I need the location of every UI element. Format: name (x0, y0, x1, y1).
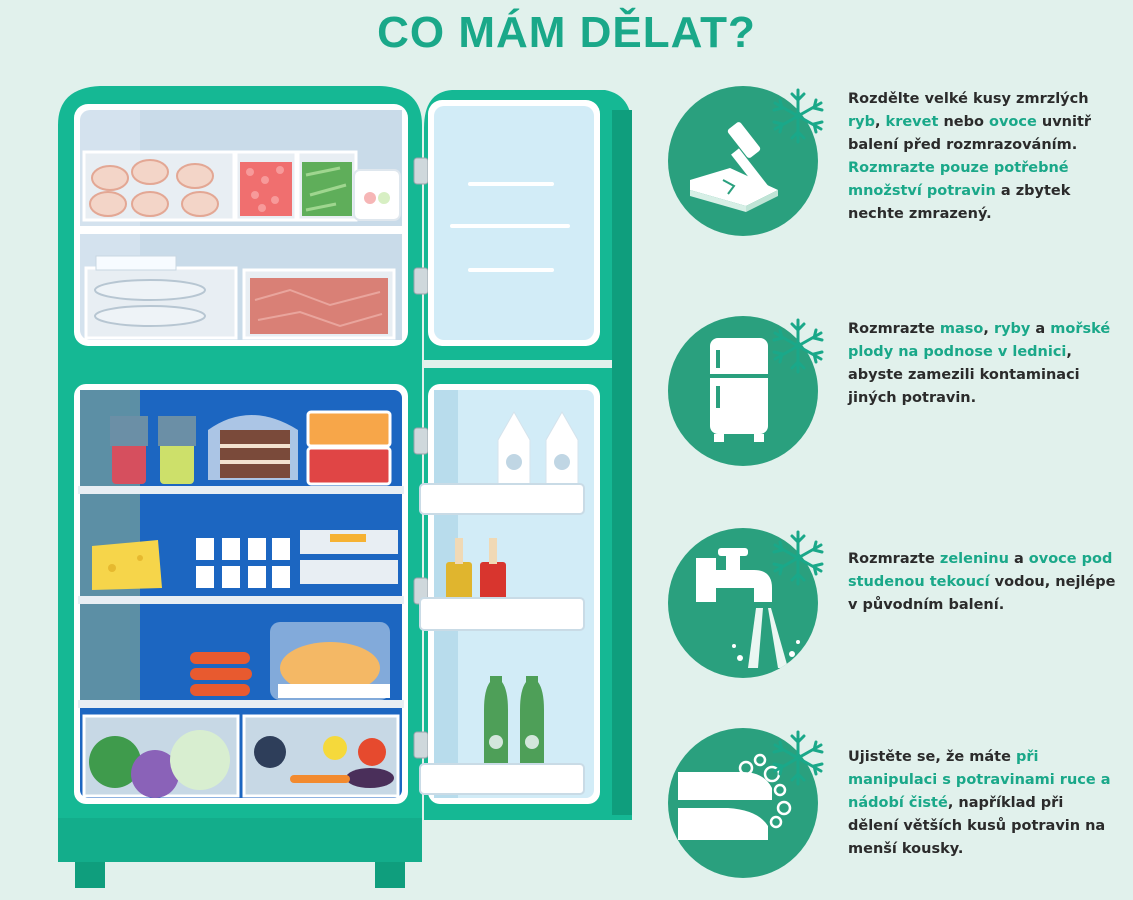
tip-text-segment: Rozmrazte (848, 321, 940, 337)
tip-text-segment: nebo (938, 114, 990, 130)
washing-hands-icon (668, 728, 818, 878)
highlight-text: ryby (993, 321, 1031, 337)
page-title: CO MÁM DĚLAT? (377, 8, 756, 57)
highlight-text: maso (939, 321, 984, 337)
mini-fridge-icon (668, 316, 818, 466)
tip-text-segment: , (874, 114, 886, 130)
tip-text-segment: a (1030, 321, 1051, 337)
tip-text: Rozmrazte maso, ryby a mořské plody na p… (848, 318, 1118, 410)
tip-text-segment: , například při dělení větších kusů potr… (848, 795, 1106, 857)
tip-text-segment: Ujistěte se, že máte (848, 749, 1016, 765)
tip-text-segment: uvnitř balení před rozmrazováním. (848, 114, 1092, 153)
tip-text-segment: vodou, nejlépe v původním balení. (848, 574, 1116, 613)
tip-text-segment: , (983, 321, 994, 337)
highlight-text: Rozmrazte pouze potřebné množství potrav… (848, 160, 1069, 199)
faucet-icon (668, 528, 818, 678)
highlight-text: ovoce (989, 114, 1037, 130)
snowflake-icon (772, 318, 824, 374)
highlight-text: ryb (848, 114, 875, 130)
tip-2: Rozmrazte maso, ryby a mořské plody na p… (668, 316, 1128, 466)
snowflake-icon (772, 730, 824, 786)
snowflake-icon (772, 530, 824, 586)
tip-text: Rozmrazte zeleninu a ovoce pod studenou … (848, 548, 1118, 617)
highlight-text: při manipulaci s potravinami ruce a nádo… (848, 749, 1111, 811)
fridge-illustration (58, 86, 632, 888)
tip-text-segment: a zbytek nechte zmrazený. (848, 183, 1071, 222)
tip-text-segment: Rozdělte velké kusy zmrzlých (848, 91, 1089, 107)
tip-3: Rozmrazte zeleninu a ovoce pod studenou … (668, 528, 1128, 678)
tip-text-segment: , abyste zamezili kontaminaci jiných pot… (848, 344, 1080, 406)
hammer-ice-icon (668, 86, 818, 236)
tip-1: Rozdělte velké kusy zmrzlých ryb, krevet… (668, 86, 1128, 236)
tip-text: Rozdělte velké kusy zmrzlých ryb, krevet… (848, 88, 1118, 226)
tip-text-segment: Rozmrazte (848, 551, 940, 567)
highlight-text: ovoce pod studenou tekoucí (848, 551, 1113, 590)
tip-text: Ujistěte se, že máte při manipulaci s po… (848, 746, 1118, 861)
tip-text-segment: a (1008, 551, 1029, 567)
highlight-text: krevet (885, 114, 939, 130)
highlight-text: zeleninu (939, 551, 1009, 567)
tip-4: Ujistěte se, že máte při manipulaci s po… (668, 728, 1128, 878)
highlight-text: mořské plody na podnose v lednici (848, 321, 1111, 360)
snowflake-icon (772, 88, 824, 144)
